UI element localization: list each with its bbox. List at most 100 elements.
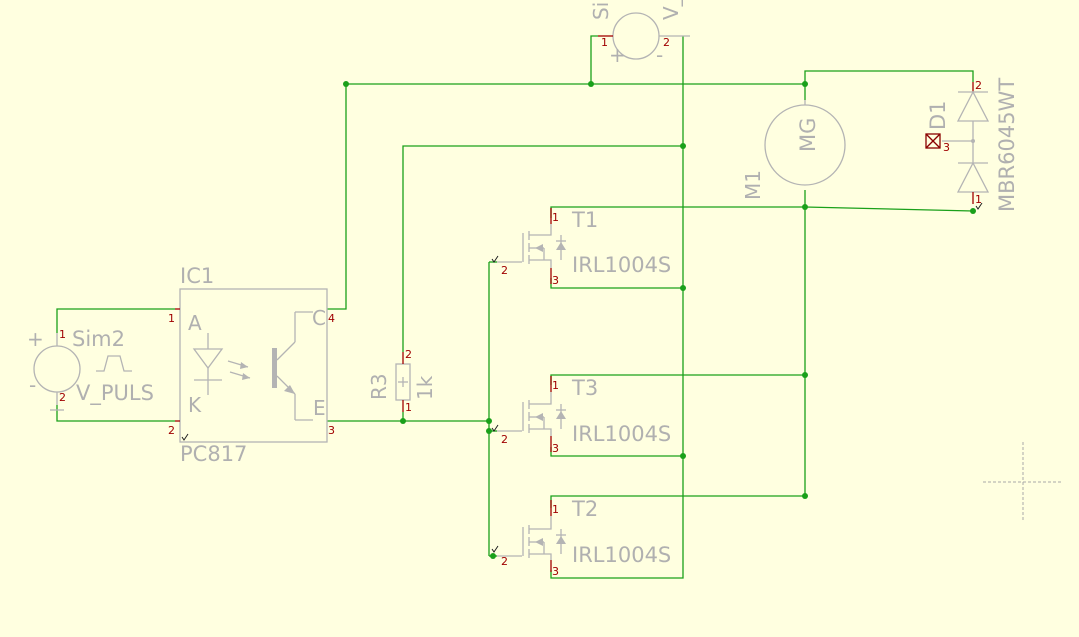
check-icon (491, 424, 499, 432)
pin-number: 2 (501, 433, 508, 446)
component-value: IRL1004S (572, 253, 671, 277)
component-value: PC817 (180, 442, 247, 466)
junction (970, 208, 976, 214)
component-value: V_ (659, 0, 683, 20)
pin-number: 2 (663, 36, 670, 49)
diode-upper-triangle (956, 90, 990, 122)
arrow-icon (535, 538, 543, 546)
center-tap-dot (971, 139, 975, 143)
component-value: MBR6045WT (995, 78, 1019, 212)
pin-label-anode: A (188, 311, 202, 335)
junction (343, 81, 349, 87)
component-value: IRL1004S (572, 422, 671, 446)
wire-sim2-pin2[interactable] (56, 405, 175, 422)
diode-d1[interactable]: 2 3 1 D1 MBR6045WT (925, 78, 1019, 212)
mosfet-t1[interactable]: 1 2 3 T1 IRL1004S (497, 208, 671, 287)
led-icon (192, 333, 251, 395)
check-icon (491, 255, 499, 263)
component-ref: D1 (926, 100, 950, 130)
junction (802, 372, 808, 378)
wire-sim2-pin1[interactable] (56, 308, 175, 333)
wire-t1-source[interactable] (550, 278, 683, 289)
wire-motor-to-d1[interactable] (804, 206, 974, 212)
source-lead (529, 553, 552, 560)
wire-t3-source[interactable] (550, 447, 683, 457)
component-ref: Si (589, 2, 613, 20)
wires (56, 35, 974, 579)
unconnected-pin-icon[interactable] (925, 133, 941, 149)
pin-number: 1 (168, 312, 175, 325)
cursor-crosshair-icon (983, 442, 1063, 522)
component-ref: Sim2 (72, 327, 125, 351)
drain-lead (529, 224, 552, 236)
junction (802, 81, 808, 87)
pin-label-collector: C (312, 306, 326, 330)
arrow-icon (535, 244, 543, 252)
component-ref: IC1 (180, 264, 214, 288)
check-icon (975, 202, 983, 210)
resistor-r3[interactable]: 2 1 R3 1k (367, 348, 437, 414)
component-ref: R3 (367, 373, 391, 400)
check-icon (491, 545, 499, 553)
mosfet-t3[interactable]: 1 2 3 T3 IRL1004S (497, 376, 671, 455)
pin-number: 3 (552, 442, 559, 455)
pin-number: 2 (975, 79, 982, 92)
pin-number: 4 (328, 312, 335, 325)
pin-number: 1 (975, 193, 982, 206)
source-sim1[interactable]: 1 2 + - Si V_ (589, 0, 690, 67)
component-value: IRL1004S (572, 543, 671, 567)
component-ref: T2 (571, 497, 598, 521)
pin-number: 2 (168, 424, 175, 437)
junction (490, 553, 496, 559)
unconnected-pin-icon (925, 133, 941, 149)
junction (400, 418, 406, 424)
pin-number: 3 (328, 424, 335, 437)
component-ref: T1 (571, 208, 598, 232)
polarity-minus: - (29, 373, 36, 397)
wire-r3-top[interactable] (402, 145, 683, 352)
pin-number: 1 (552, 503, 559, 516)
source-lead (529, 259, 552, 268)
source-circle (33, 345, 81, 393)
pin-number: 1 (405, 401, 412, 414)
junction (680, 143, 686, 149)
source-lead (529, 428, 552, 436)
wire-ic1-collector[interactable] (327, 84, 347, 310)
component-value: MG (796, 118, 820, 152)
polarity-minus: - (656, 43, 663, 67)
pin-number: 2 (59, 391, 66, 404)
junction (486, 428, 492, 434)
pin-number: 3 (552, 565, 559, 578)
mosfet-t2[interactable]: 1 2 3 T2 IRL1004S (497, 497, 671, 578)
source-sim2[interactable]: 1 2 + - Sim2 V_PULS (27, 327, 154, 411)
pin-number: 3 (943, 141, 950, 154)
component-ref: T3 (571, 376, 598, 400)
pin-number: 1 (601, 36, 608, 49)
pin-number: 1 (552, 379, 559, 392)
junction (802, 204, 808, 210)
pin-number: 3 (552, 274, 559, 287)
pin-label-cathode: K (188, 393, 202, 417)
wire-sim1-pin1[interactable] (590, 35, 598, 84)
optocoupler-ic1[interactable]: 1 2 4 3 A K C E IC1 PC817 (168, 264, 335, 466)
component-value: 1k (413, 375, 437, 400)
diode-lower-triangle (956, 161, 990, 193)
phototransistor-icon (272, 311, 313, 421)
check-icon (181, 433, 189, 441)
junction (486, 418, 492, 424)
junction (588, 81, 594, 87)
drain-lead (529, 516, 552, 530)
pin-number: 1 (552, 211, 559, 224)
pin-number: 2 (501, 555, 508, 568)
motor-m1[interactable]: MG M1 (741, 100, 846, 200)
polarity-plus: + (27, 327, 44, 351)
junction (680, 285, 686, 291)
arrow-icon (535, 413, 543, 421)
polarity-plus: + (609, 43, 626, 67)
pin-number: 2 (501, 264, 508, 277)
wire-vertical-bus[interactable] (550, 36, 684, 579)
wire-d1-top[interactable] (804, 70, 974, 100)
junctions (343, 81, 976, 559)
component-ref: M1 (741, 170, 765, 200)
